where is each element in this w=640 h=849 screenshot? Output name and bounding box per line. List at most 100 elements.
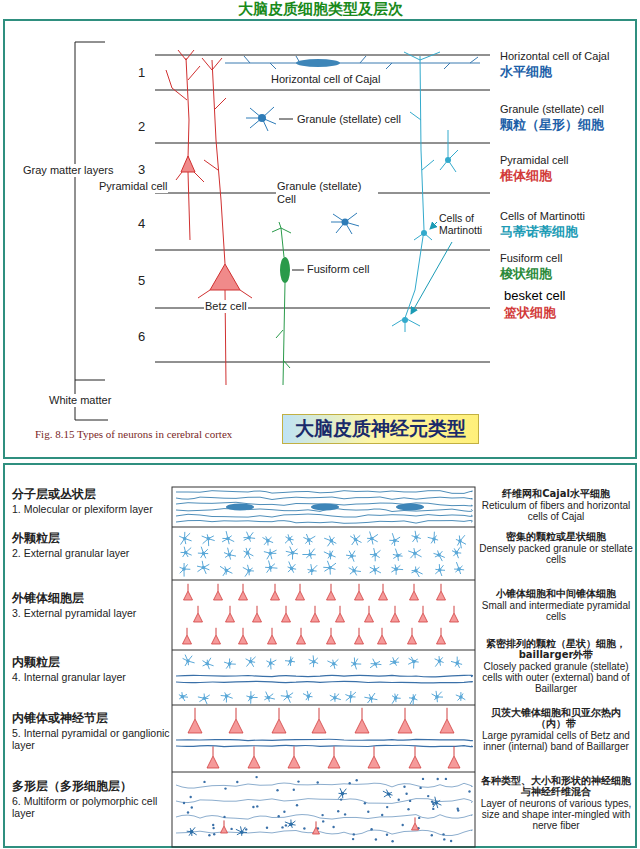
- stellate-cell: [349, 566, 361, 575]
- stellate-body: [393, 660, 397, 664]
- cell-dot: [349, 782, 351, 784]
- stellate-cell: [456, 535, 466, 548]
- cell-dot: [296, 804, 298, 806]
- apical-dendrite: [369, 606, 370, 613]
- stellate-body: [455, 661, 459, 665]
- stellate-cell: [197, 561, 209, 574]
- granule-cell: [246, 107, 276, 131]
- apical-dendrite: [383, 584, 384, 591]
- cell-dot: [391, 840, 393, 842]
- cell-dot: [190, 796, 192, 798]
- apical-dendrite: [195, 708, 196, 719]
- leader-line: [292, 270, 304, 271]
- pyramidal-cell: [368, 756, 380, 768]
- stellate-body: [412, 660, 416, 664]
- stellate-cell: [390, 657, 400, 665]
- cell-dot: [245, 828, 247, 830]
- pyramidal-cell: [398, 719, 412, 733]
- cell-dot: [321, 814, 323, 816]
- band-frame: [172, 487, 475, 847]
- stellate-body: [184, 551, 188, 555]
- stellate-cell: [409, 694, 417, 705]
- granule-cell: [331, 213, 359, 234]
- stellate-cell: [264, 549, 277, 560]
- stellate-cell: [281, 690, 293, 702]
- stellate-body: [286, 695, 290, 699]
- pyramidal-cell: [268, 635, 277, 644]
- stellate-body: [432, 537, 436, 541]
- apical-dendrite: [415, 746, 416, 756]
- layer-name: 6. Multiform or polymorphic cell layer: [12, 795, 170, 819]
- stellate-cell: [370, 565, 381, 574]
- apical-dendrite: [230, 606, 231, 613]
- stellate-cell: [198, 694, 210, 705]
- pyramidal-cell: [440, 719, 454, 733]
- pyramidal-cell: [271, 591, 280, 600]
- stellate-cell: [265, 561, 277, 573]
- apical-dendrite: [236, 708, 237, 719]
- stellate-body: [353, 662, 357, 666]
- granule-cell-body: [258, 114, 266, 122]
- stellate-body: [369, 697, 373, 701]
- stellate-body: [412, 697, 416, 701]
- cell-dot: [337, 810, 339, 812]
- layer-name-cn: 多形层（多形细胞层）: [12, 780, 170, 794]
- cell-dot: [283, 811, 285, 813]
- cell-dot: [322, 820, 324, 822]
- nerve-fiber: [176, 745, 472, 746]
- stellate-cell: [302, 549, 315, 559]
- cell-dot: [224, 787, 226, 789]
- stellate-cell: [435, 656, 444, 667]
- stellate-cell: [222, 531, 234, 544]
- stellate-body: [288, 537, 292, 541]
- martinotti-cell: [421, 230, 427, 236]
- apical-dendrite: [359, 628, 360, 635]
- pyramidal-cell: [297, 635, 306, 644]
- apical-dendrite: [275, 584, 276, 591]
- layer-desc-cn: 紧密排列的颗粒（星状）细胞，baillarger外带: [479, 638, 633, 660]
- stellate-cell: [350, 534, 361, 545]
- stellate-cell: [338, 788, 347, 798]
- pyramidal-cell: [214, 591, 223, 600]
- apical-dendrite: [423, 606, 424, 613]
- cell-label: Betz cell: [204, 300, 248, 313]
- nerve-fiber: [176, 798, 472, 803]
- stellate-body: [438, 568, 442, 572]
- stellate-body: [206, 662, 210, 666]
- layer-desc-cn: 小锥体细胞和中间锥体细胞: [479, 588, 633, 599]
- pyramidal-cell: [226, 613, 235, 622]
- cell-dot: [303, 827, 305, 829]
- stellate-cell: [454, 562, 464, 574]
- stellate-cell: [351, 658, 361, 670]
- nerve-fiber: [176, 514, 472, 517]
- box-text: 大脑皮质神经元类型: [295, 418, 466, 440]
- stellate-cell: [180, 563, 191, 577]
- cell-dot: [381, 814, 383, 816]
- cell-dot: [364, 802, 366, 804]
- cell-dot: [255, 776, 257, 778]
- legend-name-cn: 水平细胞: [500, 65, 552, 80]
- pyramidal-cell: [412, 823, 419, 830]
- cell-dot: [356, 779, 358, 781]
- layer-name-cn: 内颗粒层: [12, 656, 170, 670]
- nerve-fiber: [176, 783, 472, 788]
- stellate-body: [332, 662, 336, 666]
- stellate-cell: [383, 790, 393, 799]
- apical-dendrite: [243, 584, 244, 591]
- apical-dendrite: [187, 628, 188, 635]
- stellate-body: [435, 695, 439, 699]
- layer-name-cn: 外颗粒层: [12, 532, 170, 546]
- layer-desc-cn: 各种类型、大小和形状的神经细胞与神经纤维混合: [479, 775, 633, 797]
- apical-dendrite: [414, 584, 415, 591]
- stellate-cell: [324, 551, 336, 560]
- pyramidal-cell: [327, 591, 336, 600]
- stellate-cell: [264, 692, 275, 702]
- cell-dot: [450, 840, 452, 842]
- stellate-cell: [452, 547, 461, 558]
- stellate-cell: [285, 656, 295, 666]
- stellate-cell: [303, 691, 313, 701]
- cell-label: Fusiform cell: [306, 263, 370, 276]
- cell-dot: [203, 781, 205, 783]
- pyramidal-cell: [194, 613, 203, 622]
- cell-label: Granule (stellate) Cell: [276, 180, 378, 205]
